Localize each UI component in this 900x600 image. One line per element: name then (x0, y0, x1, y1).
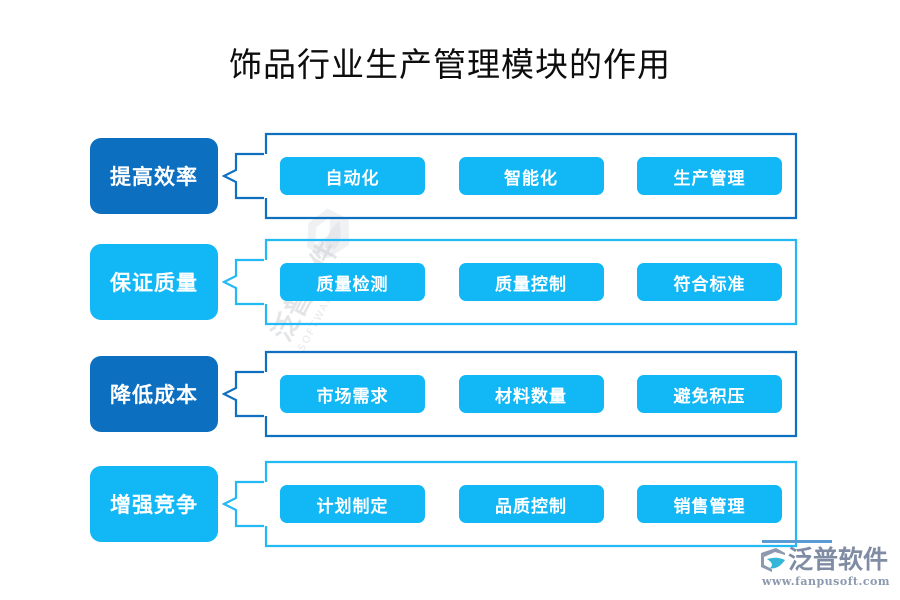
item-chip[interactable]: 品质控制 (458, 485, 604, 523)
group-container (262, 128, 800, 224)
company-logo: 泛普软件 www.fanpusoft.com (758, 545, 894, 591)
item-chip[interactable]: 质量检测 (280, 263, 425, 301)
logo-brand-text: 泛普软件 (788, 545, 889, 574)
connector-arrow-icon (221, 366, 266, 422)
item-chip-group: 计划制定品质控制销售管理 (262, 456, 800, 552)
item-chip[interactable]: 符合标准 (637, 263, 782, 301)
diagram-row: 保证质量质量检测质量控制符合标准 (0, 234, 900, 330)
item-chip-group: 质量检测质量控制符合标准 (262, 234, 800, 330)
diagram-row: 降低成本市场需求材料数量避免积压 (0, 346, 900, 442)
item-chip[interactable]: 销售管理 (637, 485, 782, 523)
group-container (262, 346, 800, 442)
page-title: 饰品行业生产管理模块的作用 (229, 45, 671, 84)
watermark-logo-icon (306, 208, 350, 259)
logo-url-text: www.fanpusoft.com (761, 575, 891, 588)
item-chip[interactable]: 生产管理 (637, 157, 782, 195)
item-chip[interactable]: 市场需求 (280, 375, 425, 413)
category-label-2[interactable]: 降低成本 (90, 356, 218, 432)
category-label-3[interactable]: 增强竞争 (90, 466, 218, 542)
category-label-0[interactable]: 提高效率 (90, 138, 218, 214)
diagram-row: 提高效率自动化智能化生产管理 (0, 128, 900, 224)
connector-arrow-icon (221, 254, 266, 310)
connector-arrow-icon (221, 476, 266, 532)
logo-accent-bar (762, 540, 832, 543)
item-chip[interactable]: 材料数量 (458, 375, 604, 413)
diagram-row: 增强竞争计划制定品质控制销售管理 (0, 456, 900, 552)
fanpu-logo-mark-icon (761, 548, 785, 572)
connector-arrow-icon (221, 148, 266, 204)
item-chip[interactable]: 计划制定 (280, 485, 425, 523)
group-container (262, 456, 800, 552)
item-chip[interactable]: 智能化 (458, 157, 604, 195)
item-chip[interactable]: 自动化 (280, 157, 425, 195)
item-chip-group: 自动化智能化生产管理 (262, 128, 800, 224)
item-chip[interactable]: 质量控制 (458, 263, 604, 301)
category-label-1[interactable]: 保证质量 (90, 244, 218, 320)
item-chip[interactable]: 避免积压 (637, 375, 782, 413)
group-container (262, 234, 800, 330)
item-chip-group: 市场需求材料数量避免积压 (262, 346, 800, 442)
